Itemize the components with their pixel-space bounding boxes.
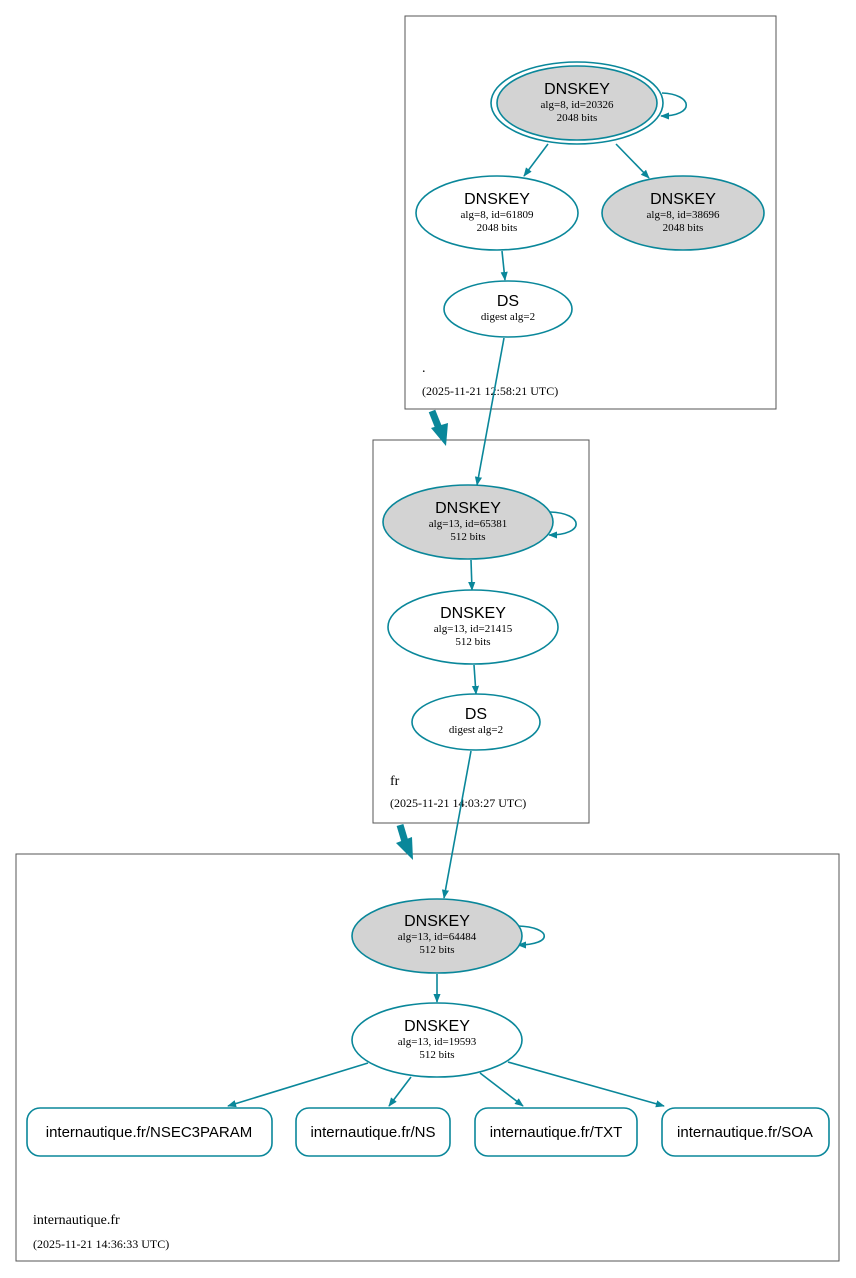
- node-root-zsk-line2: 2048 bits: [477, 222, 518, 234]
- node-int-ds-title: DS: [465, 706, 487, 723]
- self-loop-root-ksk: [660, 92, 688, 120]
- node-root-ksk[interactable]: DNSKEY alg=8, id=20326 2048 bits: [490, 61, 664, 145]
- node-fr-ksk-shape: [382, 484, 554, 560]
- node-int-ksk-title: DNSKEY: [404, 913, 470, 930]
- zone-fr-name: fr: [390, 774, 400, 789]
- node-int-ds-shape: [411, 693, 541, 751]
- node-rrset-txt-label: internautique.fr/TXT: [490, 1124, 623, 1141]
- edge-int-ds-to-int-ksk: [441, 750, 472, 899]
- zone-internautique-timestamp: (2025-11-21 14:36:33 UTC): [33, 1237, 169, 1251]
- self-loop-int-ksk: [517, 925, 546, 949]
- zone-root-timestamp: (2025-11-21 12:58:21 UTC): [422, 384, 558, 398]
- node-rrset-ns[interactable]: internautique.fr/NS: [295, 1107, 451, 1157]
- node-root-ksk-line2: 2048 bits: [557, 112, 598, 124]
- edge-root-ksk-to-root-zsk: [523, 143, 549, 177]
- zone-internautique-box: [15, 853, 840, 1262]
- node-root-ksk-title: DNSKEY: [544, 81, 610, 98]
- node-fr-zsk-shape: [387, 589, 559, 665]
- node-fr-zsk-title: DNSKEY: [440, 605, 506, 622]
- node-rrset-soa-label: internautique.fr/SOA: [677, 1124, 813, 1141]
- edge-fr-ds-to-fr-ksk: [474, 337, 505, 486]
- node-root-ksk-line1: alg=8, id=20326: [541, 99, 614, 111]
- node-fr-ksk-line1: alg=13, id=65381: [429, 518, 507, 530]
- edge-int-zsk-to-ns: [388, 1076, 412, 1107]
- node-fr-ksk[interactable]: DNSKEY alg=13, id=65381 512 bits: [382, 484, 554, 560]
- edge-root-ksk-to-root-ksk2: [615, 143, 650, 179]
- node-fr-ds[interactable]: DS digest alg=2: [443, 280, 573, 338]
- node-int-zsk-shape: [351, 1002, 523, 1078]
- zone-internautique: internautique.fr (2025-11-21 14:36:33 UT…: [15, 853, 840, 1262]
- node-root-ksk2[interactable]: DNSKEY alg=8, id=38696 2048 bits: [601, 175, 765, 251]
- node-int-ksk-shape: [351, 898, 523, 974]
- zone-root: . (2025-11-21 12:58:21 UTC): [404, 15, 777, 410]
- zone-fr-timestamp: (2025-11-21 14:03:27 UTC): [390, 796, 526, 810]
- node-rrset-ns-shape: [295, 1107, 451, 1157]
- node-rrset-nsec3param-shape: [26, 1107, 273, 1157]
- edge-int-zsk-to-soa: [507, 1061, 665, 1108]
- node-rrset-soa-shape: [661, 1107, 830, 1157]
- node-fr-zsk[interactable]: DNSKEY alg=13, id=21415 512 bits: [387, 589, 559, 665]
- edge-fr-zsk-to-int-ds: [471, 664, 480, 695]
- node-fr-zsk-line2: 512 bits: [455, 636, 490, 648]
- edge-int-zsk-to-txt: [479, 1072, 524, 1107]
- edge-root-zsk-to-fr-ds: [500, 250, 508, 281]
- node-fr-zsk-line1: alg=13, id=21415: [434, 623, 513, 635]
- delegation-root-to-fr: [428, 409, 448, 446]
- node-rrset-txt[interactable]: internautique.fr/TXT: [474, 1107, 638, 1157]
- zone-internautique-name: internautique.fr: [33, 1213, 120, 1228]
- node-int-ds-line1: digest alg=2: [449, 724, 503, 736]
- node-root-zsk-shape: [415, 175, 579, 251]
- node-rrset-nsec3param-label: internautique.fr/NSEC3PARAM: [46, 1124, 252, 1141]
- node-root-ksk2-line1: alg=8, id=38696: [647, 209, 720, 221]
- node-rrset-txt-shape: [474, 1107, 638, 1157]
- node-root-ksk2-title: DNSKEY: [650, 191, 716, 208]
- node-root-zsk-line1: alg=8, id=61809: [461, 209, 534, 221]
- zone-root-name: .: [422, 361, 426, 376]
- self-loop-fr-ksk: [548, 511, 577, 539]
- edge-int-zsk-to-nsec3param: [227, 1062, 369, 1108]
- node-fr-ksk-title: DNSKEY: [435, 500, 501, 517]
- node-fr-ds-line1: digest alg=2: [481, 311, 535, 323]
- edge-fr-ksk-to-fr-zsk: [468, 559, 476, 591]
- node-int-ksk-line2: 512 bits: [419, 944, 454, 956]
- node-rrset-soa[interactable]: internautique.fr/SOA: [661, 1107, 830, 1157]
- node-fr-ds-shape: [443, 280, 573, 338]
- node-root-ksk-outer-ring: [490, 61, 664, 145]
- node-int-zsk-line1: alg=13, id=19593: [398, 1036, 477, 1048]
- node-root-ksk2-shape: [601, 175, 765, 251]
- node-root-ksk-shape: [496, 65, 658, 141]
- node-root-ksk2-line2: 2048 bits: [663, 222, 704, 234]
- node-fr-ksk-line2: 512 bits: [450, 531, 485, 543]
- node-int-ksk[interactable]: DNSKEY alg=13, id=64484 512 bits: [351, 898, 523, 974]
- node-rrset-nsec3param[interactable]: internautique.fr/NSEC3PARAM: [26, 1107, 273, 1157]
- node-int-ksk-line1: alg=13, id=64484: [398, 931, 477, 943]
- node-fr-ds-title: DS: [497, 293, 519, 310]
- node-int-zsk-title: DNSKEY: [404, 1018, 470, 1035]
- zone-root-box: [404, 15, 777, 410]
- node-int-zsk-line2: 512 bits: [419, 1049, 454, 1061]
- node-root-zsk-title: DNSKEY: [464, 191, 530, 208]
- zone-fr-box: [372, 439, 590, 824]
- node-root-zsk[interactable]: DNSKEY alg=8, id=61809 2048 bits: [415, 175, 579, 251]
- delegation-fr-to-internautique: [396, 823, 413, 860]
- node-int-ds[interactable]: DS digest alg=2: [411, 693, 541, 751]
- node-rrset-ns-label: internautique.fr/NS: [310, 1124, 435, 1141]
- node-int-zsk[interactable]: DNSKEY alg=13, id=19593 512 bits: [351, 1002, 523, 1078]
- zone-fr: fr (2025-11-21 14:03:27 UTC): [372, 439, 590, 824]
